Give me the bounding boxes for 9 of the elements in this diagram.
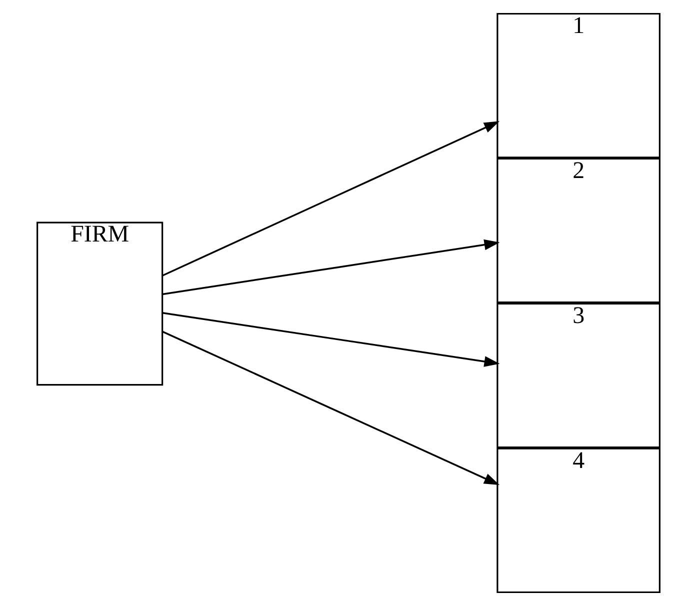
node-box: FIRM xyxy=(36,222,164,386)
node-box: 4 xyxy=(496,448,660,594)
node-box: 3 xyxy=(496,302,660,448)
arrow xyxy=(162,330,500,486)
node-box: 1 xyxy=(496,12,660,158)
node-box: 2 xyxy=(496,158,660,304)
arrow xyxy=(162,121,500,276)
arrow xyxy=(162,239,500,296)
arrow xyxy=(162,312,500,367)
